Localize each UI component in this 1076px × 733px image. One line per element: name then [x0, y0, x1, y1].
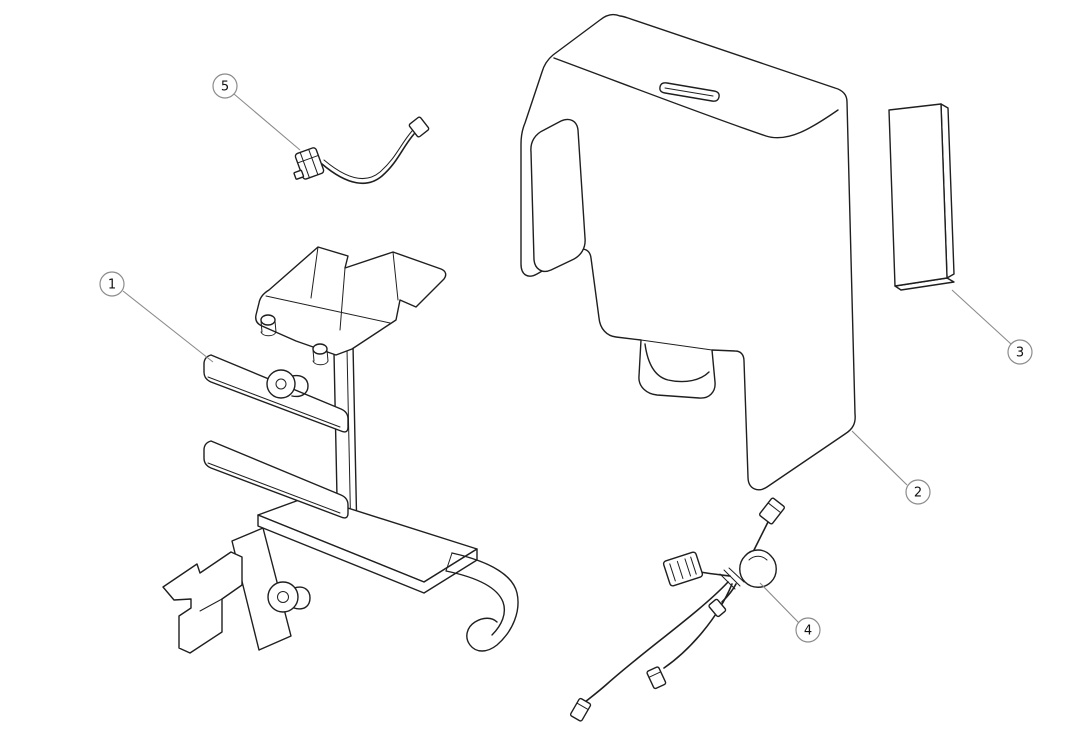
housing-crease-2: [310, 246, 319, 299]
part-4-harness: [569, 497, 785, 722]
cover-outline: [520, 13, 856, 491]
rail-lower-edge: [207, 462, 341, 514]
leader-line-4: [759, 582, 800, 624]
callout-leaders: [122, 93, 1012, 624]
callout-5-number: 5: [221, 80, 229, 95]
housing-crease-3: [339, 267, 346, 331]
harness-junction-wrap: [719, 567, 745, 590]
bracket-hook-cap: [445, 552, 453, 572]
harness-connector-top: [759, 497, 785, 525]
bracket-hook-inner: [445, 570, 506, 636]
callout-5[interactable]: 5: [212, 73, 238, 99]
cable-connector-end: [408, 116, 430, 138]
screw-head: [267, 581, 299, 613]
housing-flap-crease: [392, 251, 399, 301]
left-foot-fold: [199, 598, 223, 612]
callout-1-number: 1: [108, 278, 116, 293]
part-1-bracket-assembly: [162, 246, 519, 654]
callout-4[interactable]: 4: [795, 617, 821, 643]
callout-2-circle[interactable]: [905, 479, 931, 505]
rail-lower: [203, 440, 349, 519]
knob-1: [260, 314, 277, 337]
cover-top-crease: [553, 57, 839, 139]
cover-side-cutout: [530, 118, 586, 273]
callout-3[interactable]: 3: [1007, 339, 1033, 365]
harness-connector-end-1: [569, 697, 592, 722]
cable-wire-outer: [321, 133, 415, 184]
part-2-cover: [520, 13, 856, 491]
callout-3-circle[interactable]: [1007, 339, 1033, 365]
callout-1-circle[interactable]: [99, 271, 125, 297]
bracket-upper-housing: [255, 246, 447, 356]
harness-connector-small: [708, 598, 727, 618]
leader-line-1: [122, 290, 214, 363]
harness-wire-long: [584, 581, 729, 703]
bracket-left-foot: [162, 551, 243, 654]
screw-shaft: [293, 586, 311, 610]
callout-5-circle[interactable]: [212, 73, 238, 99]
callout-1[interactable]: 1: [99, 271, 125, 297]
cable-wire-inner: [323, 130, 413, 179]
part-5-cable: [293, 116, 430, 184]
callout-3-number: 3: [1016, 346, 1024, 361]
screw-head-detail: [277, 591, 289, 603]
part-3-panel: [888, 103, 955, 291]
callout-2[interactable]: 2: [905, 479, 931, 505]
harness-connector-end-2: [646, 666, 667, 690]
bracket-hook-outer: [451, 552, 519, 652]
harness-wire-left: [699, 571, 731, 577]
leader-line-2: [851, 430, 908, 486]
callout-4-number: 4: [804, 624, 812, 639]
leader-line-3: [951, 289, 1012, 345]
housing-crease-1: [265, 295, 391, 324]
cover-handle-recess-top: [640, 339, 713, 351]
leader-line-5: [233, 93, 301, 151]
callout-2-number: 2: [914, 486, 922, 501]
cable-connector-body: [293, 147, 325, 180]
rail-upper-edge: [207, 376, 341, 428]
harness-connector-left: [662, 551, 704, 587]
bracket-diagonal-plate: [231, 527, 292, 651]
harness-wire-short: [721, 583, 737, 603]
panel-face: [888, 103, 948, 287]
harness-wire-mid: [663, 583, 733, 669]
knob-2: [312, 343, 329, 366]
cover-slot-inner: [664, 87, 714, 97]
callout-4-circle[interactable]: [795, 617, 821, 643]
cover-handle-recess-scoop: [644, 343, 710, 383]
harness-boot: [739, 549, 777, 588]
thumbscrew: [266, 369, 309, 399]
